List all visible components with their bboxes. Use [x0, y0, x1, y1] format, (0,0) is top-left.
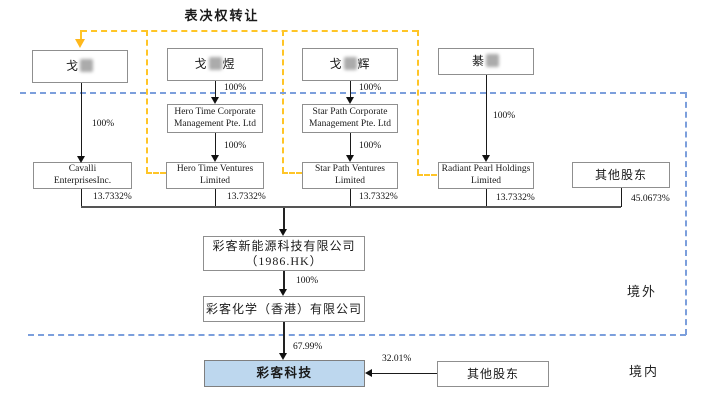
edge-herocorp-heroventures [215, 133, 216, 155]
voting-transfer-line-h3 [417, 174, 437, 176]
edge-starcorp-starventures [350, 133, 351, 155]
region-label-onshore: 境内 [629, 364, 660, 379]
pct-ge1-cavalli: 100% [92, 119, 115, 129]
voting-transfer-line-h1 [146, 172, 166, 174]
redaction-blur [80, 59, 93, 73]
shareholder-name: 綦 [472, 54, 500, 68]
arrowhead-icon [211, 97, 219, 104]
stub-star-ventures [350, 189, 351, 207]
node-caike-new-energy: 彩客新能源科技有限公司 （1986.HK） [203, 236, 365, 271]
pct-radiant-stake: 13.7332% [496, 193, 535, 203]
arrowhead-icon [211, 155, 219, 162]
edge-newenergy-hk [283, 271, 285, 289]
pct-qi-radiant: 100% [493, 111, 516, 121]
edge-gehui-starcorp [350, 81, 351, 97]
shareholder-name: 戈煜 [194, 57, 236, 72]
edge-hk-technology [283, 322, 285, 353]
voting-transfer-arrow-stem [80, 30, 82, 40]
pct-others-offshore-stake: 45.0673% [631, 194, 670, 204]
node-shareholder-qi: 綦 [438, 48, 534, 75]
pct-starcorp-starventures: 100% [359, 141, 382, 151]
node-shareholder-ge1: 戈 [32, 50, 128, 83]
arrowhead-icon [279, 353, 287, 360]
pct-starventures-stake: 13.7332% [359, 192, 398, 202]
voting-transfer-line-h2 [282, 172, 302, 174]
pct-others-onshore-stake: 32.01% [382, 354, 412, 364]
pct-hk-technology: 67.99% [293, 342, 323, 352]
node-star-path-ventures: Star Path Ventures Limited [302, 162, 398, 189]
pct-cavalli-stake: 13.7332% [93, 192, 132, 202]
node-other-shareholders-offshore: 其他股东 [572, 162, 670, 188]
node-shareholder-ge-yu: 戈煜 [167, 48, 263, 81]
region-boundary-top [20, 92, 686, 94]
pct-newenergy-hk: 100% [296, 276, 319, 286]
edge-qi-radiant [486, 75, 487, 155]
region-boundary-right [685, 92, 687, 335]
arrowhead-icon [482, 155, 490, 162]
voting-transfer-line-v2 [282, 30, 284, 173]
node-radiant-pearl: Radiant Pearl Holdings Limited [438, 162, 534, 189]
arrowhead-icon [77, 156, 85, 163]
stub-hero-ventures [215, 189, 216, 207]
pct-geyu-herocorp: 100% [224, 83, 247, 93]
node-shareholder-ge-hui: 戈辉 [302, 48, 398, 81]
diagram-title: 表决权转让 [184, 8, 260, 23]
arrowhead-icon [346, 155, 354, 162]
redaction-blur [208, 57, 222, 71]
pct-gehui-starcorp: 100% [359, 83, 382, 93]
arrowhead-icon [279, 229, 287, 236]
voting-transfer-line-v3 [417, 30, 419, 175]
arrowhead-icon [279, 289, 287, 296]
pct-heroventures-stake: 13.7332% [227, 192, 266, 202]
node-caike-chemical-hk: 彩客化学（香港）有限公司 [203, 296, 365, 322]
voting-transfer-arrowhead-icon [75, 39, 85, 48]
pct-herocorp-heroventures: 100% [224, 141, 247, 151]
stub-cavalli [81, 189, 82, 207]
stub-radiant [486, 189, 487, 207]
redaction-blur [486, 54, 499, 68]
edge-ge1-cavalli [81, 83, 82, 156]
arrowhead-icon [346, 97, 354, 104]
stub-others-offshore [621, 188, 622, 207]
shareholder-name: 戈辉 [329, 57, 371, 72]
node-other-shareholders-onshore: 其他股东 [437, 361, 549, 387]
node-star-path-corp: Star Path Corporate Management Pte. Ltd [302, 104, 398, 133]
arrowhead-left-icon [365, 369, 372, 377]
node-hero-time-corp: Hero Time Corporate Management Pte. Ltd [167, 104, 263, 133]
edge-merge-newenergy [283, 208, 285, 229]
voting-transfer-line-v1 [146, 30, 148, 173]
edge-geyu-herocorp [215, 81, 216, 97]
redaction-blur [343, 57, 357, 71]
edge-othersonshore-technology [372, 373, 437, 374]
region-label-offshore: 境外 [627, 284, 658, 299]
node-hero-time-ventures: Hero Time Ventures Limited [166, 162, 264, 189]
merge-bar [81, 206, 621, 208]
voting-transfer-line-top [81, 30, 418, 32]
region-boundary-bottom [28, 334, 686, 336]
node-caike-technology: 彩客科技 [204, 360, 365, 387]
node-cavalli: Cavalli EnterprisesInc. [33, 162, 132, 189]
shareholder-name: 戈 [66, 59, 94, 73]
